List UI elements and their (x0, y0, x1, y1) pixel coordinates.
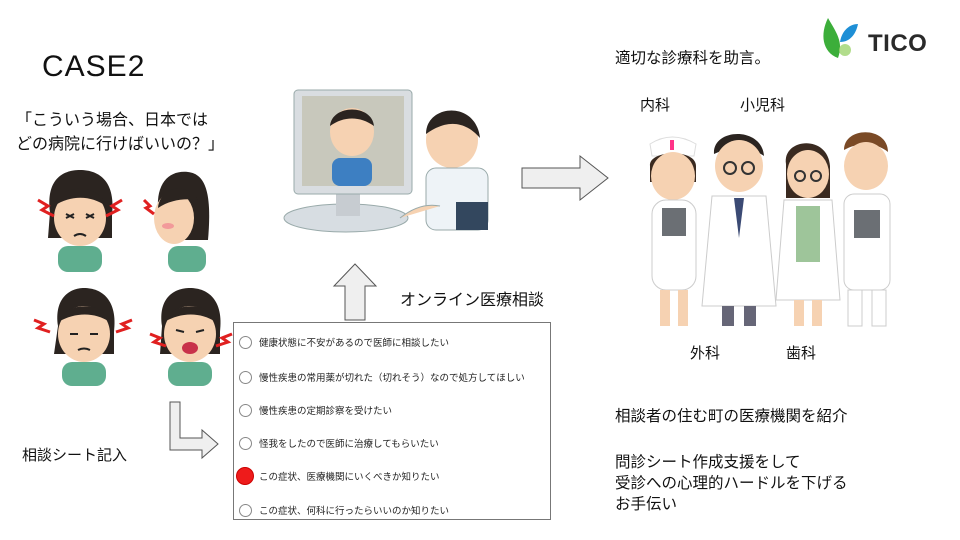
support-line-2: 受診への心理的ハードルを下げる (615, 474, 848, 492)
support-line-3: お手伝い (615, 495, 678, 513)
online-label: オンライン医療相談 (400, 290, 545, 309)
form-option-6[interactable]: この症状、何科に行ったらいいのか知りたい (234, 499, 449, 521)
option-label: 慢性疾患の定期診察を受けたい (259, 406, 393, 417)
radio-button-selected[interactable] (236, 467, 254, 485)
option-label: 健康状態に不安があるので医師に相談したい (259, 338, 450, 349)
option-label: この症状、医療機関にいくべきか知りたい (259, 472, 440, 483)
dept-surgery: 外科 (690, 344, 721, 362)
radio-button[interactable] (239, 436, 252, 450)
form-label: 相談シート記入 (22, 446, 128, 464)
question-line-1: 「こういう場合、日本では (16, 110, 209, 129)
dept-internal: 内科 (640, 96, 671, 114)
support-line-1: 問診シート作成支援をして (615, 453, 801, 471)
option-label: 怪我をしたので医師に治療してもらいたい (259, 439, 439, 450)
sick-woman-headache-illustration (37, 170, 123, 272)
advice-title: 適切な診療科を助言。 (615, 49, 771, 67)
question-line-2: どの病院に行けばいいの？」 (16, 134, 225, 153)
logo-text: TICO (868, 30, 928, 57)
form-option-1[interactable]: 健康状態に不安があるので医師に相談したい (234, 331, 449, 353)
radio-button[interactable] (239, 403, 252, 417)
dept-pediatrics: 小児科 (740, 96, 786, 114)
arrow-up-icon (332, 263, 378, 321)
tico-logo-leaf-icon (823, 18, 858, 58)
radio-button[interactable] (239, 370, 252, 384)
introduce-text: 相談者の住む町の医療機関を紹介 (615, 407, 848, 425)
arrow-to-form-icon (169, 401, 219, 460)
radio-button[interactable] (239, 503, 252, 517)
consultation-form: 健康状態に不安があるので医師に相談したい 慢性疾患の常用薬が切れた（切れそう）な… (233, 322, 551, 520)
option-label: この症状、何科に行ったらいいのか知りたい (259, 506, 450, 517)
form-option-4[interactable]: 怪我をしたので医師に治療してもらいたい (234, 432, 439, 454)
sick-woman-throat-illustration (149, 288, 233, 386)
question-text: 「こういう場合、日本では どの病院に行けばいいの？」 (16, 108, 224, 156)
sick-woman-dizzy-illustration (33, 288, 133, 386)
dept-dentistry: 歯科 (786, 344, 817, 362)
online-consultation-illustration (283, 89, 489, 233)
option-label: 慢性疾患の常用薬が切れた（切れそう）なので処方してほしい (259, 373, 525, 384)
form-option-5[interactable]: この症状、医療機関にいくべきか知りたい (234, 465, 440, 487)
arrow-right-icon (521, 154, 609, 202)
medical-staff-illustration (649, 132, 891, 327)
form-option-2[interactable]: 慢性疾患の常用薬が切れた（切れそう）なので処方してほしい (234, 366, 525, 388)
sick-woman-side-illustration (142, 171, 210, 272)
form-option-3[interactable]: 慢性疾患の定期診察を受けたい (234, 399, 392, 421)
support-text: 問診シート作成支援をして 受診への心理的ハードルを下げる お手伝い (615, 452, 848, 515)
case-title: CASE2 (42, 50, 146, 83)
radio-button[interactable] (239, 335, 252, 349)
